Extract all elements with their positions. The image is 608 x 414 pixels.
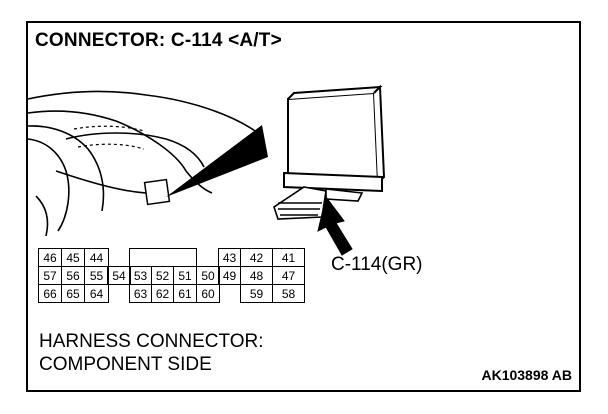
harness-caption-line2: COMPONENT SIDE — [39, 354, 212, 375]
connector-title: CONNECTOR: C-114 <A/T> — [35, 30, 282, 51]
pin-row: 54 — [107, 266, 131, 285]
pin-block-right: 43 42 41 49 48 47 59 58 — [218, 248, 305, 303]
ecu-unit — [283, 84, 386, 193]
pin-row: 46 45 44 — [38, 248, 109, 267]
callout-arrow — [317, 195, 353, 256]
pin-block-middle: 54 — [107, 266, 131, 285]
pin-row — [128, 248, 220, 267]
pin-cell: 50 — [196, 266, 221, 285]
pin-row: 53 52 51 50 — [129, 266, 221, 285]
pin-cell: 41 — [272, 248, 305, 267]
pin-cell: 51 — [172, 266, 198, 285]
pin-cell: 48 — [240, 266, 273, 285]
connector-callout-label: C-114(GR) — [331, 254, 423, 275]
pin-cell-empty — [218, 284, 241, 303]
pin-cell: 45 — [61, 248, 85, 267]
pin-cell: 43 — [218, 248, 241, 267]
pin-cell: 64 — [84, 284, 109, 303]
pin-cell: 57 — [38, 266, 62, 285]
harness-caption-line1: HARNESS CONNECTOR: — [39, 331, 264, 352]
pin-cell: 49 — [218, 266, 241, 285]
pin-block-center: 53 52 51 50 63 62 61 60 — [128, 248, 221, 303]
pin-cell: 62 — [151, 284, 174, 303]
pin-cell: 52 — [151, 266, 174, 285]
figure-code: AK103898 AB — [481, 367, 572, 383]
pin-cell: 60 — [196, 284, 221, 303]
pin-cell: 66 — [38, 284, 62, 303]
pin-row: 43 42 41 — [218, 248, 305, 267]
dashboard-detail — [73, 125, 145, 150]
pin-block-left: 46 45 44 57 56 55 66 65 64 — [38, 248, 109, 303]
dash-connector — [143, 178, 171, 206]
pin-cell: 54 — [107, 266, 131, 285]
pin-cell: 61 — [172, 284, 198, 303]
ecu-connector — [273, 186, 364, 220]
pin-cell: 47 — [272, 266, 305, 285]
dashboard-outline — [27, 90, 259, 237]
pin-cell-empty — [128, 248, 198, 267]
pin-cell: 53 — [129, 266, 152, 285]
pin-cell: 55 — [84, 266, 109, 285]
pin-cell: 65 — [61, 284, 85, 303]
pin-cell-empty — [196, 248, 220, 267]
pin-row: 63 62 61 60 — [129, 284, 221, 303]
pin-cell: 63 — [129, 284, 152, 303]
harness-connector-caption: HARNESS CONNECTOR: COMPONENT SIDE — [39, 330, 264, 376]
pin-cell: 58 — [272, 284, 305, 303]
vehicle-illustration — [27, 84, 386, 256]
pin-row: 59 58 — [218, 284, 305, 303]
pin-cell: 44 — [84, 248, 109, 267]
pin-row: 49 48 47 — [218, 266, 305, 285]
pin-row: 57 56 55 — [38, 266, 109, 285]
pin-cell: 59 — [240, 284, 273, 303]
pin-row: 66 65 64 — [38, 284, 109, 303]
pin-cell: 42 — [240, 248, 273, 267]
pin-cell: 56 — [61, 266, 85, 285]
pin-cell: 46 — [38, 248, 62, 267]
location-pointer — [166, 125, 268, 197]
